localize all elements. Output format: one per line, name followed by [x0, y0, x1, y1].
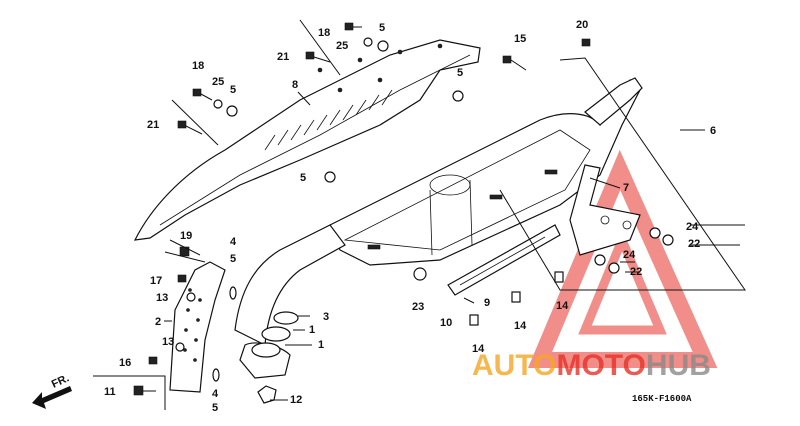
callout-24-upper: 24	[686, 221, 699, 233]
nut-5-left	[226, 105, 238, 117]
nut-22a	[662, 234, 674, 246]
callout-21-left: 21	[147, 119, 159, 131]
callout-17: 17	[150, 275, 162, 287]
nut-5-top	[377, 40, 389, 52]
bolt-21-top	[305, 51, 331, 63]
diagram-code: 165K-F1600A	[632, 394, 692, 404]
callout-14-right: 14	[556, 300, 569, 312]
washer-25-left	[213, 99, 223, 109]
callout-22-upper: 22	[688, 238, 700, 250]
nut-4b	[212, 368, 220, 382]
callout-13-lower: 13	[162, 336, 174, 348]
callout-7: 7	[623, 182, 629, 194]
watermark-moto: MOTO	[556, 349, 645, 382]
callout-1-upper: 1	[309, 324, 315, 336]
front-direction-arrow-icon	[32, 386, 72, 409]
callout-14-mid: 14	[514, 320, 527, 332]
bolt-15	[502, 55, 527, 71]
bolt-11	[133, 385, 156, 396]
bolt-17	[177, 274, 187, 283]
washer-25-top	[363, 37, 373, 47]
callout-10: 10	[440, 317, 452, 329]
gaskets	[251, 311, 299, 404]
muffler	[329, 77, 643, 266]
callout-16: 16	[119, 357, 131, 369]
bolt-20	[581, 38, 591, 47]
washer-13a	[186, 292, 196, 302]
leader-lines	[93, 19, 746, 410]
bolt-21-left	[177, 120, 203, 135]
callout-4-upper: 4	[230, 236, 237, 248]
muffler-bracket	[569, 164, 641, 256]
clip-14c	[554, 271, 564, 283]
nut-4a	[229, 286, 237, 300]
nut-24b	[594, 254, 606, 266]
callout-14-left: 14	[472, 343, 485, 355]
callout-20: 20	[576, 19, 588, 31]
callout-25-top: 25	[336, 40, 348, 52]
washer-13b	[175, 342, 185, 352]
shield-slots	[264, 89, 393, 151]
nut-23	[413, 267, 427, 281]
callout-15: 15	[514, 33, 526, 45]
nut-24a	[649, 227, 661, 239]
callout-1-lower: 1	[318, 339, 324, 351]
svg-text:AUTOMOTOHUB: AUTOMOTOHUB	[472, 349, 711, 382]
nut-5-right	[452, 90, 464, 102]
callout-5-mid: 5	[300, 172, 306, 184]
callout-4-lower: 4	[212, 388, 219, 400]
clip-14b	[511, 291, 521, 303]
bolt-16	[148, 356, 158, 365]
watermark-hub: HUB	[646, 349, 711, 382]
callout-24-lower: 24	[623, 249, 636, 261]
nut-5-mid	[324, 171, 336, 183]
callout-12: 12	[290, 394, 302, 406]
watermark-auto: AUTO	[472, 349, 556, 382]
watermark-triangle	[527, 149, 718, 368]
callout-11: 11	[104, 386, 116, 398]
callout-23: 23	[412, 301, 424, 313]
exhaust-pipe	[234, 224, 346, 379]
lower-heat-shield	[169, 261, 226, 393]
callout-labels: 18 5 25 21 15 20 5 8 18 25 5 21 6 5 7 19…	[50, 19, 716, 414]
callout-3: 3	[323, 311, 329, 323]
callout-5-upper: 5	[230, 253, 236, 265]
callout-9: 9	[484, 297, 490, 309]
callout-25-left: 25	[212, 76, 224, 88]
callout-18-left: 18	[192, 60, 204, 72]
callout-5-lower: 5	[212, 402, 218, 414]
callout-22-lower: 22	[630, 266, 642, 278]
clip-14a	[469, 314, 479, 326]
upper-heat-shield	[133, 39, 481, 241]
callout-8: 8	[292, 79, 298, 91]
watermark-text: AUTOMOTOHUB	[472, 349, 711, 382]
nut-22b	[608, 262, 620, 274]
bolt-18-left	[192, 88, 213, 101]
callout-5-right: 5	[457, 67, 463, 79]
callout-21-top: 21	[277, 51, 289, 63]
callout-19: 19	[180, 230, 192, 242]
hardware-fasteners	[133, 22, 674, 396]
callout-5-top: 5	[379, 22, 385, 34]
callout-18-top: 18	[318, 27, 330, 39]
callout-2: 2	[155, 316, 161, 328]
callout-13-upper: 13	[156, 292, 168, 304]
callout-5-left: 5	[230, 84, 236, 96]
callout-6: 6	[710, 125, 716, 137]
bolt-18-top	[344, 22, 362, 31]
